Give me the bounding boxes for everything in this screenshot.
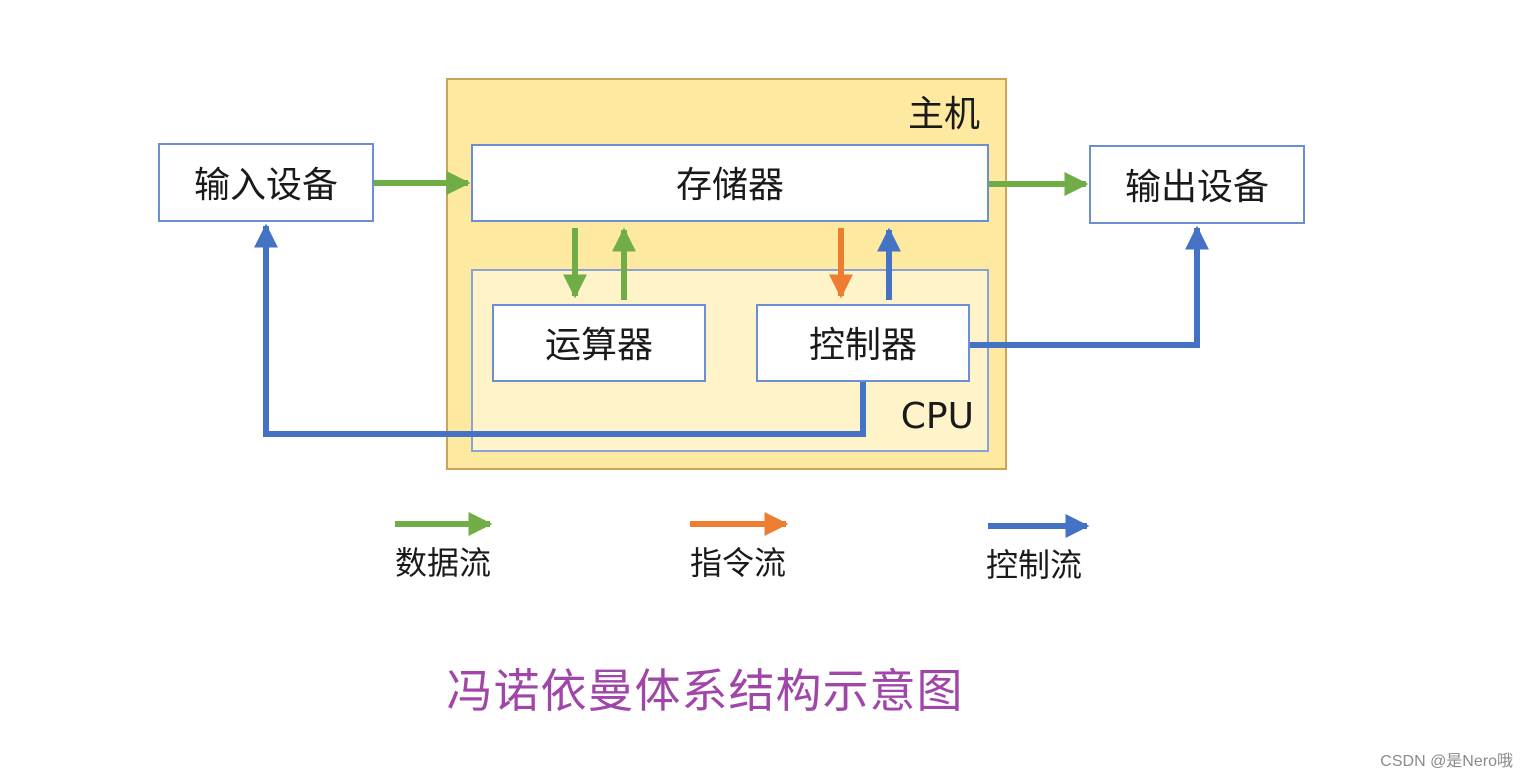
legend: 数据流 指令流 控制流	[395, 512, 1090, 584]
alu-label: 运算器	[545, 325, 653, 366]
von-neumann-diagram: 主机 存储器 CPU 运算器 控制器 输入设备 输出设备 数据流 指令流 控制流	[158, 78, 1305, 584]
host-label: 主机	[908, 94, 980, 135]
csdn-watermark: CSDN @是Nero哦	[1380, 753, 1513, 770]
memory-label: 存储器	[676, 165, 784, 206]
input-device-label: 输入设备	[194, 165, 338, 206]
legend-control-flow-label: 控制流	[986, 546, 1082, 584]
legend-data-flow-label: 数据流	[395, 544, 491, 582]
output-device-box	[1089, 145, 1305, 224]
controller-label: 控制器	[809, 325, 917, 366]
controller-box	[756, 304, 970, 382]
diagram-caption: 冯诺依曼体系结构示意图	[446, 664, 964, 718]
legend-instruction-flow-label: 指令流	[690, 544, 786, 582]
memory-box	[471, 144, 989, 222]
alu-box	[492, 304, 706, 382]
cpu-label: CPU	[901, 396, 974, 437]
controller-to-input-arrow	[254, 223, 866, 437]
controller-to-output-arrow	[970, 225, 1209, 348]
input-device-box	[158, 143, 374, 222]
output-device-label: 输出设备	[1125, 167, 1269, 208]
